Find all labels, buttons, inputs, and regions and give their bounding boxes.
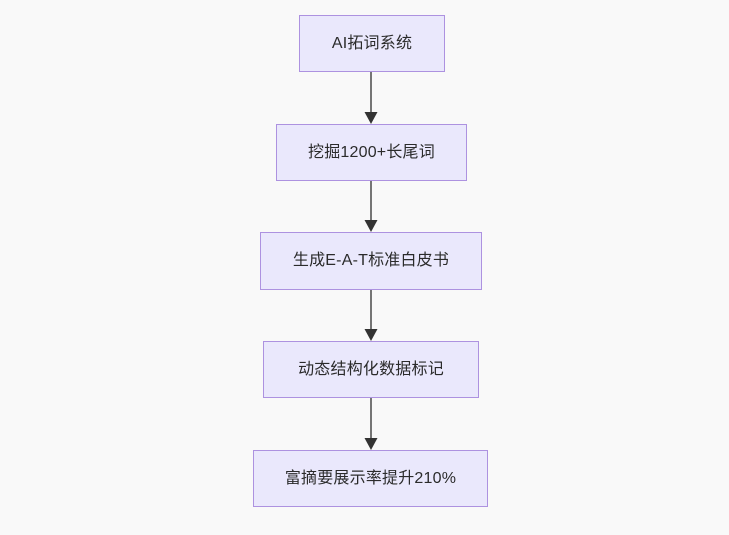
- flow-node-generate-eat-whitepaper[interactable]: 生成E-A-T标准白皮书: [260, 232, 482, 290]
- flow-node-rich-snippet-impression-uplift[interactable]: 富摘要展示率提升210%: [253, 450, 488, 507]
- flow-node-label: 动态结构化数据标记: [298, 360, 444, 378]
- flow-node-ai-keyword-system[interactable]: AI拓词系统: [299, 15, 445, 72]
- edge-arrowhead-1: [364, 112, 378, 124]
- edge-arrowhead-4: [364, 438, 378, 450]
- flow-node-dynamic-structured-data-markup[interactable]: 动态结构化数据标记: [263, 341, 479, 398]
- edge-node4-to-node5: [364, 398, 378, 450]
- flow-node-label: 挖掘1200+长尾词: [308, 143, 435, 161]
- edge-node2-to-node3: [364, 181, 378, 232]
- edge-node1-to-node2: [364, 72, 378, 124]
- edge-arrowhead-2: [364, 220, 378, 232]
- edge-node3-to-node4: [364, 290, 378, 341]
- edge-arrowhead-3: [364, 329, 378, 341]
- flow-node-label: 生成E-A-T标准白皮书: [292, 252, 450, 270]
- flow-node-label: AI拓词系统: [331, 34, 413, 52]
- flow-node-label: 富摘要展示率提升210%: [284, 469, 457, 487]
- flow-node-mine-longtail-keywords[interactable]: 挖掘1200+长尾词: [276, 124, 467, 181]
